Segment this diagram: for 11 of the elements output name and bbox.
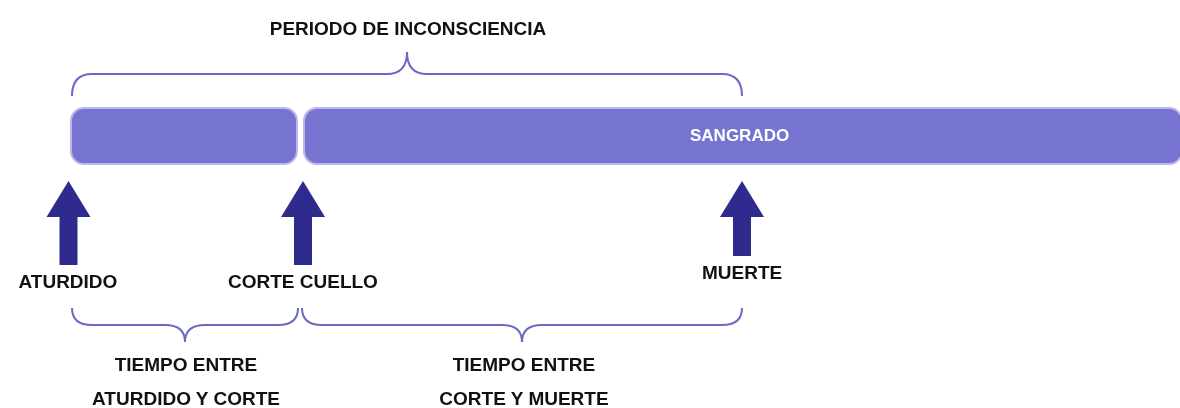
event-label: ATURDIDO bbox=[18, 271, 118, 293]
event-label: CORTE CUELLO bbox=[228, 271, 378, 293]
arrow bbox=[46, 181, 91, 265]
timeline-bar: SANGRADO bbox=[303, 107, 1180, 165]
timeline-bar bbox=[70, 107, 298, 165]
arrow bbox=[720, 181, 764, 256]
event-label: MUERTE bbox=[702, 262, 783, 284]
arrow bbox=[281, 181, 325, 265]
period-label: PERIODO DE INCONSCIENCIA bbox=[268, 17, 548, 41]
interval-label: TIEMPO ENTRE CORTE Y MUERTE bbox=[438, 353, 610, 408]
interval-label: TIEMPO ENTRE ATURDIDO Y CORTE bbox=[91, 353, 281, 408]
